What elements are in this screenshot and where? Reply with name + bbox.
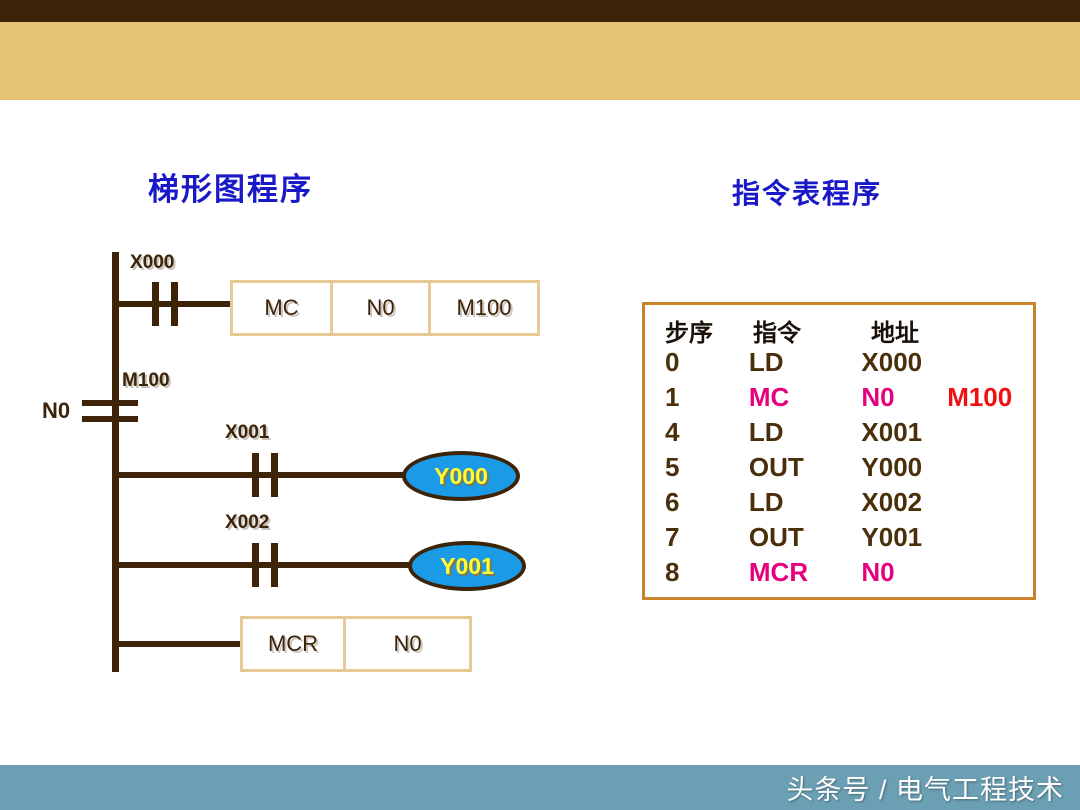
ladder-diagram: X000 M100 X001 X002 [0, 230, 600, 690]
mc-box-arg-m100: M100 [428, 283, 537, 333]
top-dark-bar [0, 0, 1080, 22]
top-gold-band [0, 22, 1080, 100]
mcr-box-operation: MCR [267, 631, 319, 656]
table-row: 8 MCR N0 [665, 557, 1033, 592]
table-row: 1 MC N0 M100 [665, 382, 1033, 417]
table-header-address: 地址 [871, 321, 919, 347]
table-header-step: 步序 [665, 321, 713, 347]
contact-x001-left-bar [252, 453, 259, 497]
row-addr: Y000 [861, 452, 923, 482]
row-addr: N0 [861, 382, 895, 412]
mc-box-operation: MC [264, 295, 299, 320]
row-step: 6 [665, 487, 680, 517]
mcr-box-arg-n0: N0 [343, 619, 469, 669]
table-row: 4 LD X001 [665, 417, 1033, 452]
power-rail [112, 252, 119, 672]
contact-label-m100: M100 [122, 370, 170, 391]
rung-1-wire [112, 301, 300, 307]
row-instr: MCR [748, 557, 809, 587]
contact-x001-right-bar [271, 453, 278, 497]
rung-3-wire [112, 562, 418, 568]
table-row: 7 OUT Y001 [665, 522, 1033, 557]
bottom-banner: 头条号 / 电气工程技术 [0, 765, 1080, 810]
row-addr: X001 [861, 417, 923, 447]
table-row: 6 LD X002 [665, 487, 1033, 522]
row-addr: N0 [861, 557, 895, 587]
row-instr: OUT [748, 452, 804, 482]
row-addr: X000 [861, 347, 923, 377]
master-control-rail-label: N0 [42, 398, 71, 423]
table-header-instruction: 指令 [753, 321, 801, 347]
output-coil-y001[interactable]: Y001 [408, 541, 526, 591]
row-addr: Y001 [861, 522, 923, 552]
contact-label-x001: X001 [225, 422, 270, 443]
row-instr: OUT [748, 522, 804, 552]
rung-2-wire [112, 472, 412, 478]
row-addr2: M100 [947, 382, 1013, 412]
row-step: 0 [665, 347, 680, 377]
row-instr: MC [748, 382, 790, 412]
contact-x002-right-bar [271, 543, 278, 587]
contact-m100-lower-bar [82, 416, 138, 422]
table-row: 5 OUT Y000 [665, 452, 1033, 487]
output-coil-y000[interactable]: Y000 [402, 451, 520, 501]
row-instr: LD [748, 347, 784, 377]
mc-box-arg-n0: N0 [330, 283, 428, 333]
ladder-diagram-title: 梯形图程序 [148, 172, 313, 207]
instruction-list-title: 指令表程序 [732, 178, 883, 209]
contact-m100-upper-bar [82, 400, 138, 406]
table-row: 0 LD X000 [665, 347, 1033, 382]
instruction-list-table: 步序 指令 地址 0 LD X000 1 MC N0 M100 4 LD X00… [642, 302, 1036, 600]
contact-x000-left-bar [152, 282, 159, 326]
contact-x000-right-bar [171, 282, 178, 326]
row-addr: X002 [861, 487, 923, 517]
banner-attribution-text: 头条号 / 电气工程技术 [786, 775, 1064, 805]
table-header-row: 步序 指令 地址 [665, 313, 1033, 347]
rung-4-wire [112, 641, 248, 647]
row-instr: LD [748, 417, 784, 447]
mc-instruction-box[interactable]: MC N0 M100 [230, 280, 540, 336]
contact-label-x000: X000 [130, 252, 175, 273]
row-step: 4 [665, 417, 680, 447]
row-step: 1 [665, 382, 680, 412]
row-instr: LD [748, 487, 784, 517]
ladder-diagram-svg [82, 252, 418, 672]
row-step: 8 [665, 557, 680, 587]
row-step: 5 [665, 452, 680, 482]
mcr-instruction-box[interactable]: MCR N0 [240, 616, 472, 672]
contact-label-x002: X002 [225, 512, 270, 533]
row-step: 7 [665, 522, 680, 552]
contact-x002-left-bar [252, 543, 259, 587]
